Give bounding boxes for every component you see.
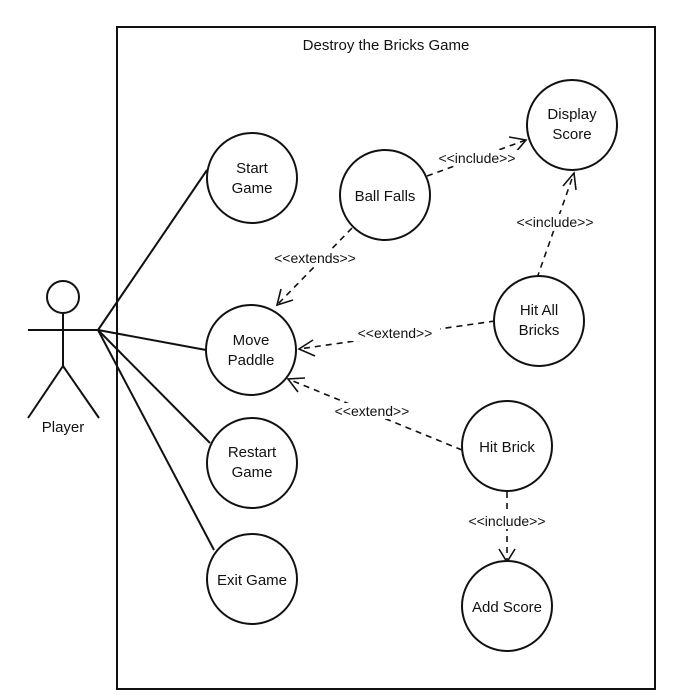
use-case-circle: [206, 533, 298, 625]
actor-head: [46, 280, 80, 314]
use-case-start-game: Start Game: [206, 132, 298, 224]
relation-label-hit-all-bricks-move-paddle: <<extend>>: [358, 325, 433, 341]
label-bg: [508, 214, 602, 230]
use-case-move-paddle: Move Paddle: [205, 304, 297, 396]
use-case-hit-brick: Hit Brick: [461, 400, 553, 492]
association-restart-game: [97, 329, 211, 444]
label-bg: [432, 150, 522, 166]
use-case-label-line-2: Paddle: [228, 352, 275, 369]
use-case-label-line-1: Restart: [228, 444, 277, 461]
use-case-circle: [206, 417, 298, 509]
use-case-exit-game: Exit Game: [206, 533, 298, 625]
use-case-add-score: Add Score: [461, 560, 553, 652]
system-boundary: [116, 26, 656, 690]
use-case-label-line-2: Game: [232, 464, 273, 481]
use-case-label-line-2: Bricks: [519, 322, 560, 339]
relation-ball-falls-move-paddle: [276, 227, 353, 306]
arrowhead-move-paddle-3: [286, 377, 306, 393]
use-case-label-line-1: Hit All: [520, 302, 558, 319]
relation-label-ball-falls-move-paddle: <<extends>>: [274, 250, 356, 266]
use-case-circle: [493, 275, 585, 367]
arrowhead-move-paddle-2: [297, 339, 316, 357]
actor-label: Player: [42, 419, 85, 436]
use-case-circle: [461, 560, 553, 652]
use-case-circle: [205, 304, 297, 396]
use-case-label: Add Score: [472, 599, 542, 616]
association-start-game: [97, 169, 208, 331]
use-case-circle: [461, 400, 553, 492]
use-case-label-line-1: Display: [547, 106, 597, 123]
use-case-label: Ball Falls: [355, 188, 416, 205]
use-case-label-line-1: Move: [233, 332, 270, 349]
use-case-circle: [339, 149, 431, 241]
label-bg: [267, 250, 363, 266]
relation-label-hit-brick-add-score: <<include>>: [468, 513, 545, 529]
use-case-ball-falls: Ball Falls: [339, 149, 431, 241]
association-exit-game: [97, 329, 215, 551]
actor-player: Player: [27, 280, 100, 436]
association-move-paddle: [97, 329, 207, 351]
label-bg: [327, 403, 417, 419]
use-case-label-line-1: Start: [236, 160, 269, 177]
relation-label-hit-brick-move-paddle: <<extend>>: [335, 403, 410, 419]
arrowhead-display-score-2: [562, 171, 577, 191]
actor-right-leg: [62, 365, 100, 419]
system-title: Destroy the Bricks Game: [303, 37, 470, 54]
label-bg: [461, 513, 553, 529]
use-case-circle: [206, 132, 298, 224]
use-case-label: Exit Game: [217, 572, 287, 589]
arrowhead-display-score-1: [508, 136, 528, 154]
label-bg: [350, 325, 440, 341]
relation-label-ball-falls-display-score: <<include>>: [438, 150, 515, 166]
actor-left-leg: [27, 365, 64, 419]
arrowhead-move-paddle-1: [275, 288, 294, 307]
use-case-circle: [526, 79, 618, 171]
use-case-restart-game: Restart Game: [206, 417, 298, 509]
use-case-label: Hit Brick: [479, 439, 535, 456]
use-case-label-line-2: Score: [552, 126, 591, 143]
use-case-label-line-2: Game: [232, 180, 273, 197]
use-case-hit-all-bricks: Hit All Bricks: [493, 275, 585, 367]
use-case-display-score: Display Score: [526, 79, 618, 171]
relation-label-hit-all-bricks-display-score: <<include>>: [516, 214, 593, 230]
